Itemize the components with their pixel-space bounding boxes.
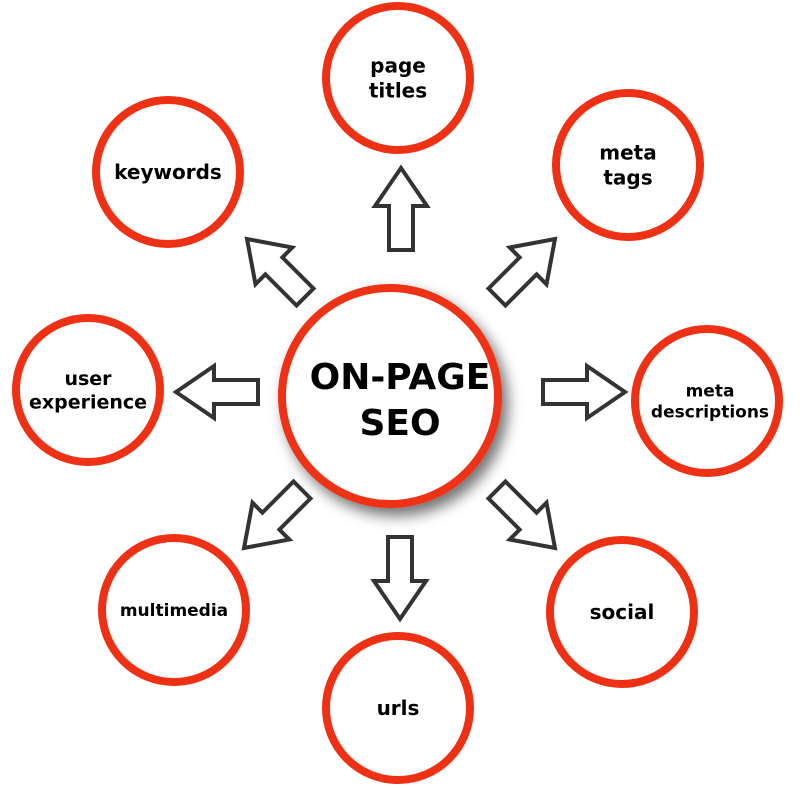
arrow-down-icon — [370, 535, 430, 623]
node-circle — [546, 536, 698, 688]
center-circle — [278, 284, 502, 508]
arrow-left-icon — [172, 362, 260, 422]
center-title-line-1: ON-PAGE — [310, 357, 491, 398]
node-circle — [12, 314, 164, 466]
node-circle — [322, 632, 474, 784]
arrow-up-right-icon — [485, 236, 558, 309]
node-label: tags — [603, 166, 652, 190]
arrow-up-icon — [371, 164, 431, 252]
node-circle — [92, 96, 244, 248]
node-label: meta — [686, 381, 735, 401]
node-circle — [631, 325, 783, 477]
node-circle — [552, 89, 704, 241]
node-multimedia: multimedia — [98, 534, 250, 686]
center-node: ON-PAGE SEO — [278, 284, 502, 508]
node-label: descriptions — [651, 403, 769, 423]
node-label: user — [64, 368, 112, 390]
node-social: social — [546, 536, 698, 688]
node-label: experience — [29, 392, 147, 414]
arrow-down-right-icon — [485, 478, 558, 551]
node-label: meta — [599, 141, 656, 165]
arrow-up-left-icon — [244, 236, 317, 309]
node-label: social — [590, 600, 655, 624]
node-label: multimedia — [120, 601, 228, 621]
node-label: page — [370, 54, 426, 78]
node-label: titles — [369, 79, 427, 103]
arrow-right-icon — [541, 362, 629, 422]
arrow-down-left-icon — [241, 478, 314, 551]
node-keywords: keywords — [92, 96, 244, 248]
node-label: urls — [377, 696, 420, 720]
center-title-line-2: SEO — [359, 403, 440, 444]
node-label: keywords — [114, 160, 222, 184]
node-urls: urls — [322, 632, 474, 784]
node-circle — [322, 2, 474, 154]
node-circle — [98, 534, 250, 686]
